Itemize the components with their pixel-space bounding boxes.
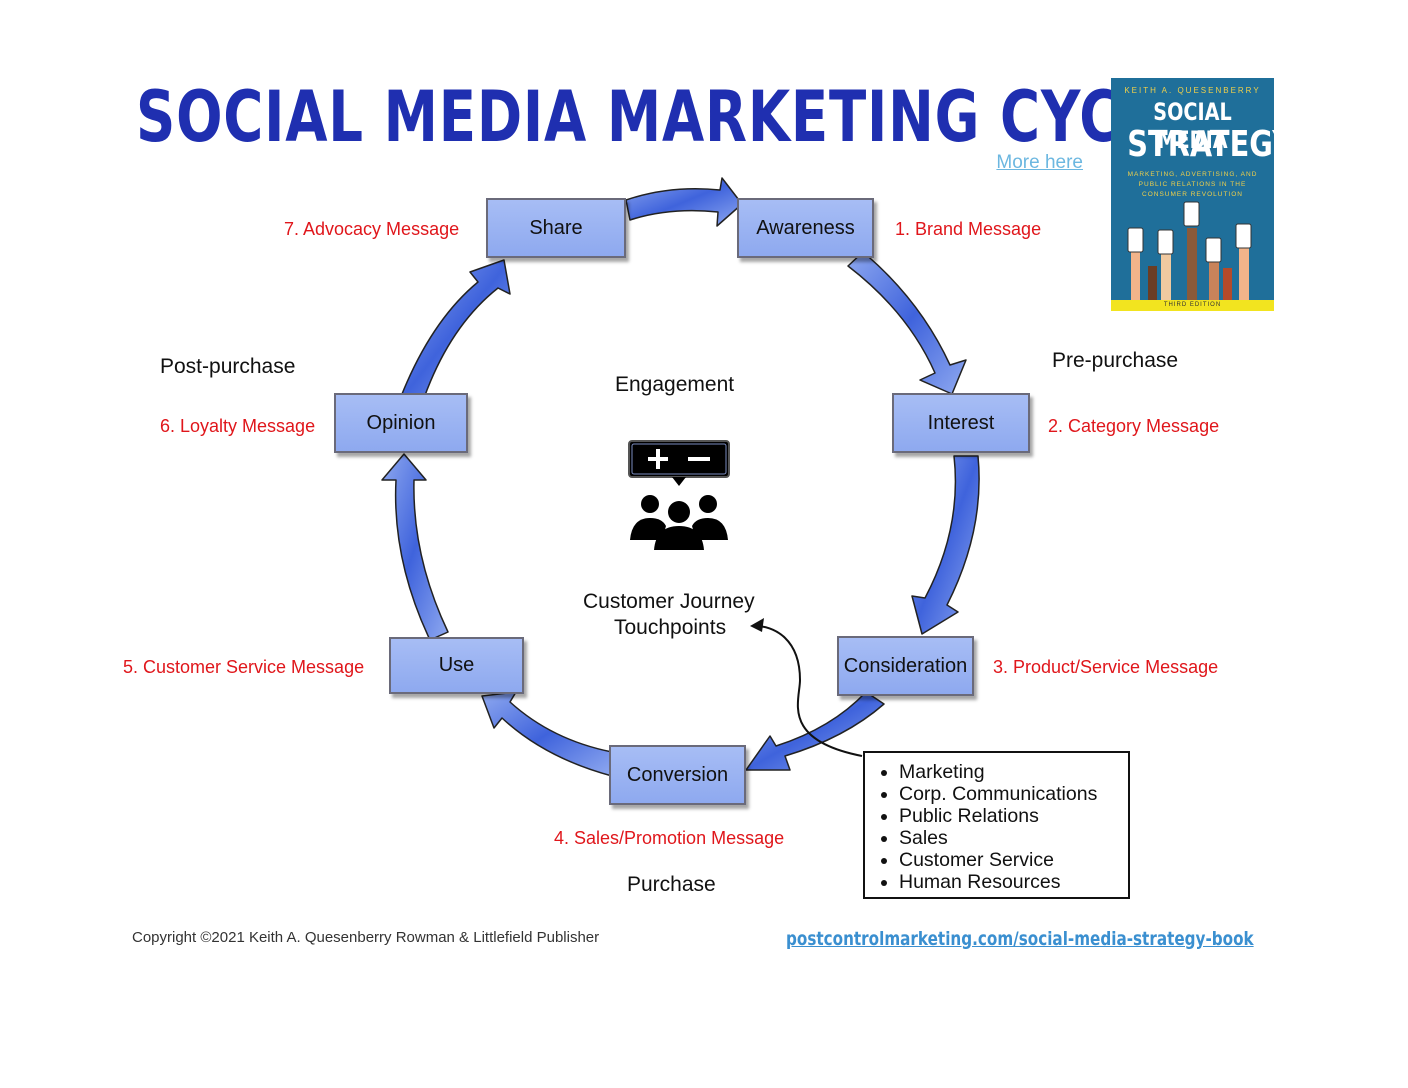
- touchpoints-arrowhead: [750, 618, 764, 632]
- message-brand: 1. Brand Message: [895, 219, 1042, 239]
- list-item: Marketing: [899, 761, 1128, 783]
- book-title-line2: STRATEGY: [1127, 124, 1274, 165]
- arrow-awareness-to-interest: [847, 251, 967, 395]
- engagement-label: Engagement: [615, 373, 735, 396]
- arrow-share-to-awareness: [625, 177, 743, 227]
- message-customer-service: 5. Customer Service Message: [123, 657, 365, 677]
- more-here-link[interactable]: More here: [996, 152, 1083, 173]
- phase-purchase: Purchase: [627, 873, 716, 896]
- stage-opinion: Opinion: [334, 393, 468, 453]
- message-category: 2. Category Message: [1048, 416, 1220, 436]
- stage-conversion: Conversion: [609, 745, 746, 805]
- stage-use: Use: [389, 637, 524, 694]
- arrow-interest-to-consideration: [911, 455, 980, 635]
- plus-minus-speech-group-icon: [628, 440, 730, 550]
- phase-pre-purchase: Pre-purchase: [1052, 349, 1179, 372]
- list-item: Human Resources: [899, 871, 1128, 893]
- arrow-conversion-to-use: [481, 691, 613, 777]
- list-item: Customer Service: [899, 849, 1128, 871]
- list-item: Sales: [899, 827, 1128, 849]
- book-cover-image[interactable]: KEITH A. QUESENBERRY SOCIAL MEDIA STRATE…: [1111, 78, 1274, 311]
- book-title-line1: SOCIAL MEDIA: [1153, 98, 1232, 154]
- stage-awareness: Awareness: [737, 198, 874, 258]
- message-advocacy: 7. Advocacy Message: [284, 219, 460, 239]
- copyright-text: Copyright ©2021 Keith A. Quesenberry Row…: [132, 929, 600, 946]
- book-subtitle: MARKETING, ADVERTISING, AND PUBLIC RELAT…: [1127, 171, 1258, 198]
- raised-hands-phones-icon: [1127, 201, 1252, 300]
- list-item: Public Relations: [899, 805, 1128, 827]
- message-sales-promotion: 4. Sales/Promotion Message: [554, 828, 785, 848]
- stage-share: Share: [486, 198, 626, 258]
- book-website-link[interactable]: postcontrolmarketing.com/social-media-st…: [786, 928, 1254, 950]
- book-author: KEITH A. QUESENBERRY: [1124, 86, 1261, 95]
- stage-interest: Interest: [892, 393, 1030, 453]
- message-product-service: 3. Product/Service Message: [993, 657, 1219, 677]
- phase-post-purchase: Post-purchase: [160, 355, 296, 378]
- touchpoints-list-box: Marketing Corp. Communications Public Re…: [863, 751, 1130, 899]
- touchpoints-label-line1: Customer Journey: [583, 590, 755, 613]
- arrow-use-to-opinion: [381, 453, 449, 641]
- message-loyalty: 6. Loyalty Message: [160, 416, 316, 436]
- book-edition: THIRD EDITION: [1111, 300, 1274, 311]
- stage-consideration: Consideration: [837, 636, 974, 696]
- arrow-opinion-to-share: [401, 259, 511, 399]
- touchpoints-list: Marketing Corp. Communications Public Re…: [877, 761, 1128, 893]
- touchpoints-connector-line: [752, 624, 863, 757]
- touchpoints-label-line2: Touchpoints: [614, 616, 727, 639]
- list-item: Corp. Communications: [899, 783, 1128, 805]
- arrow-consideration-to-conversion: [745, 691, 885, 771]
